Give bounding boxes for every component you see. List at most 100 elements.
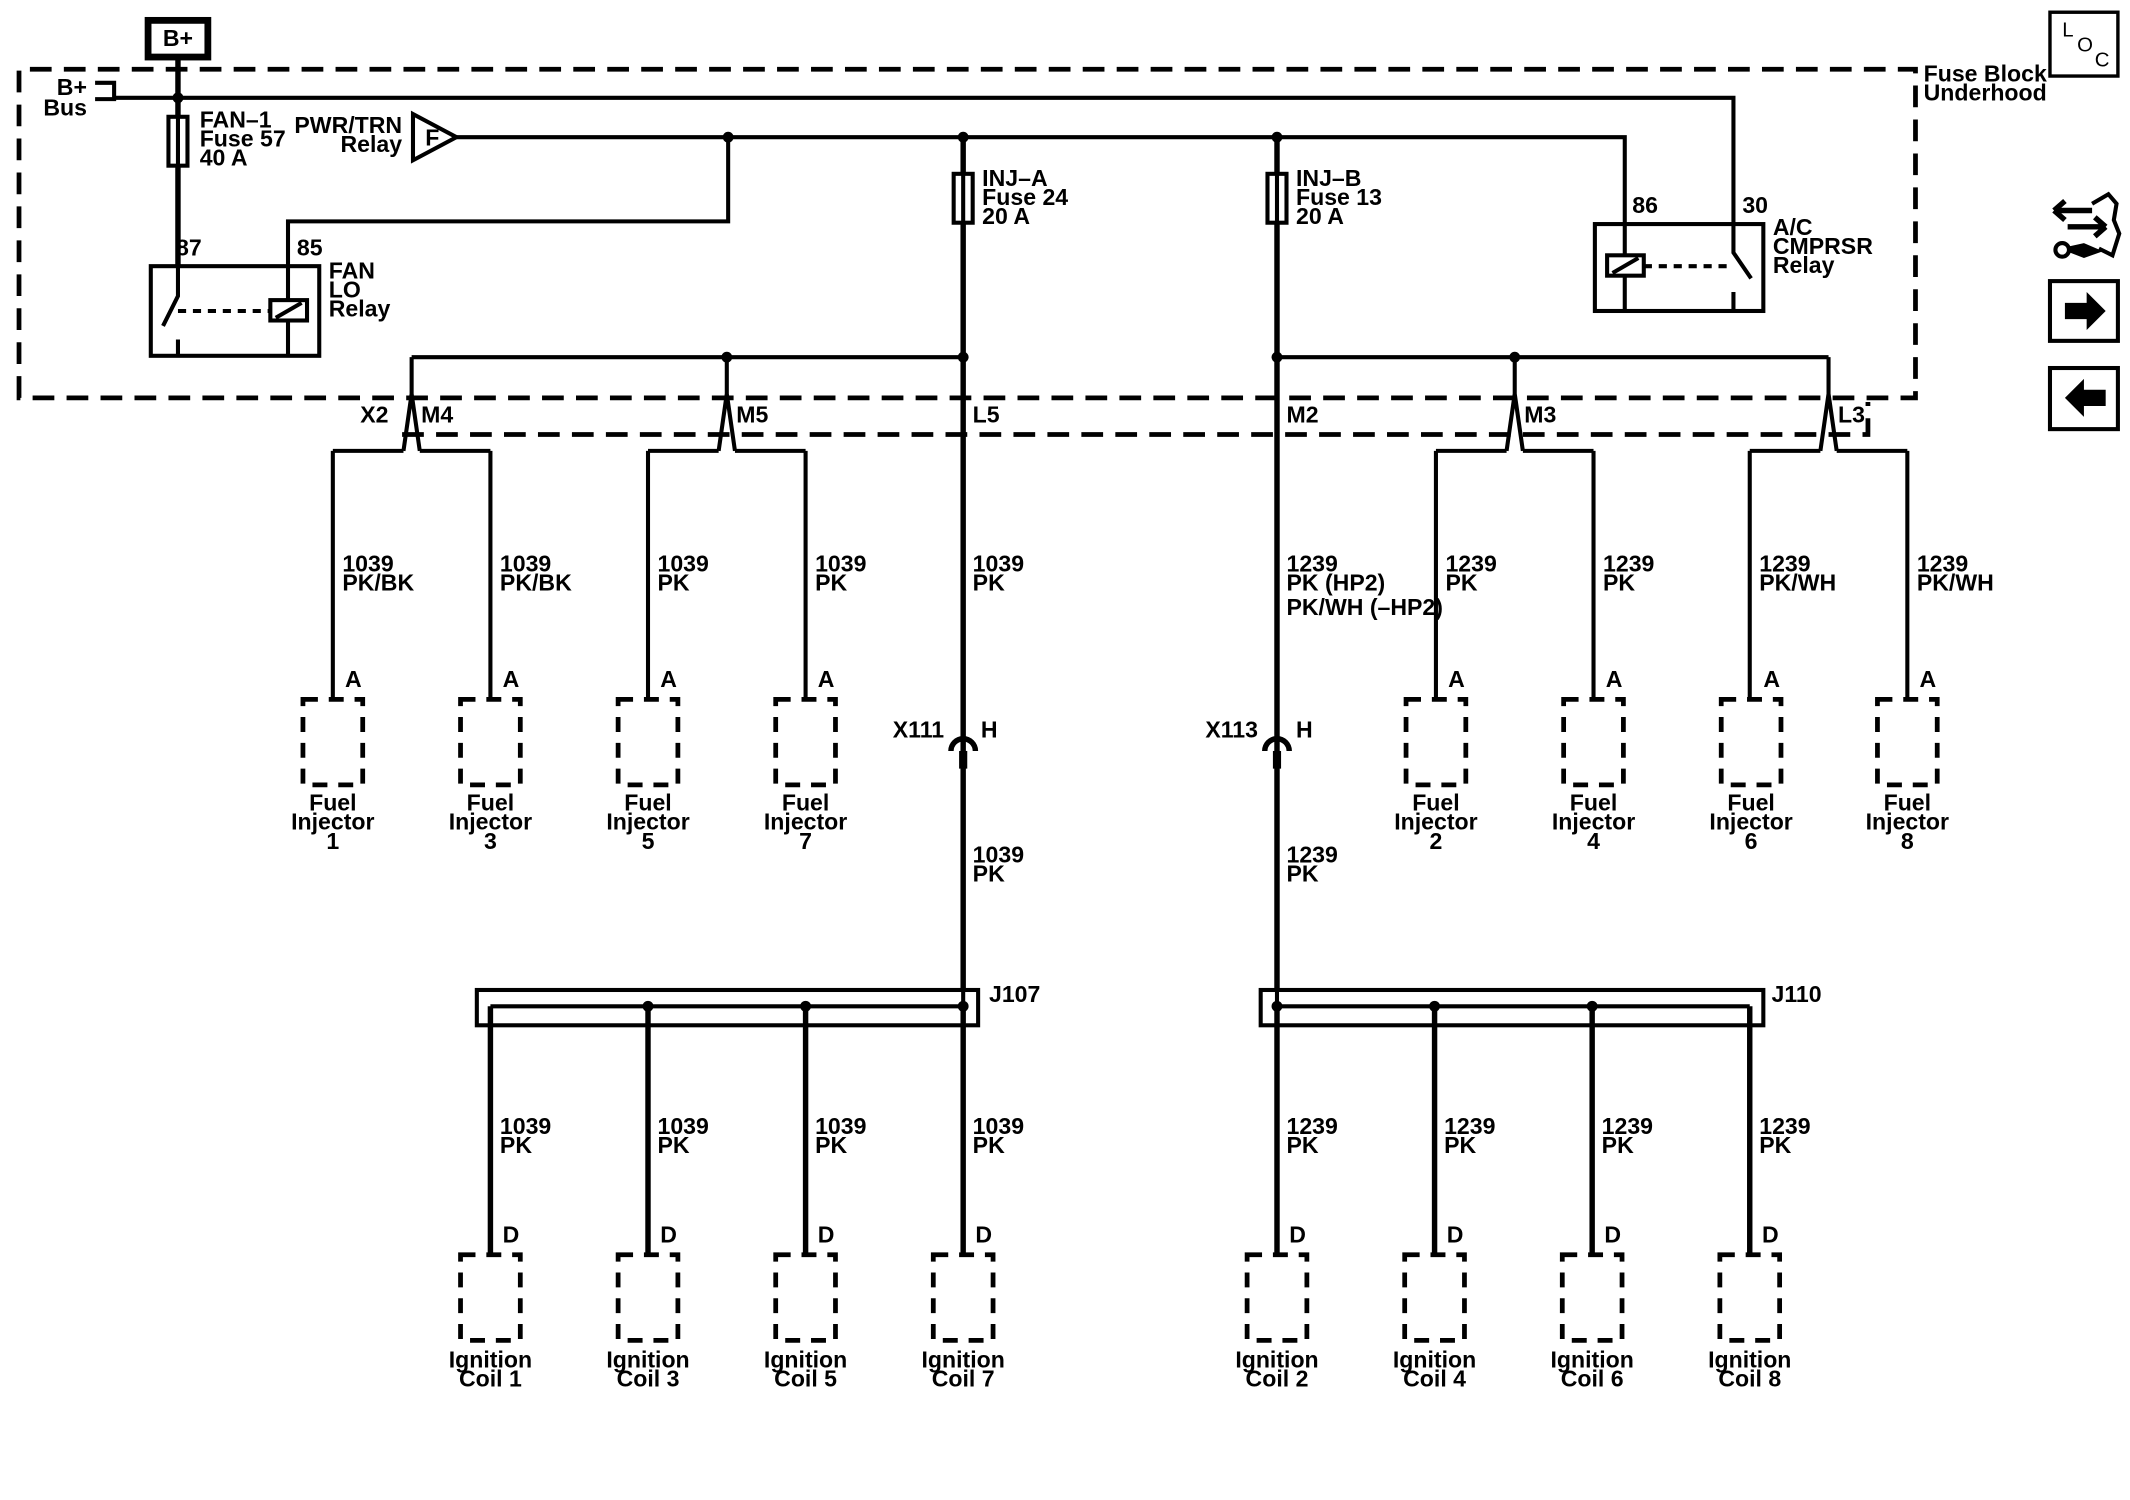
- coil-pin-label: D: [818, 1222, 835, 1248]
- svg-text:PK (HP2): PK (HP2): [1286, 570, 1385, 596]
- injector-wire-label: 1039 PK: [973, 551, 1024, 596]
- injector-pin-label: A: [345, 666, 362, 692]
- connector-tools-icon[interactable]: [2052, 191, 2122, 259]
- svg-text:1239: 1239: [1759, 1113, 1810, 1139]
- loc-button[interactable]: L O C: [2048, 10, 2120, 78]
- ac-relay-label-2: CMPRSR: [1773, 233, 1873, 259]
- injector-number: 6: [1745, 828, 1758, 854]
- loc-letter-l: L: [2062, 20, 2073, 42]
- coil-label: Ignition: [606, 1347, 689, 1373]
- splice-j110-label: J110: [1771, 981, 1821, 1007]
- connector-l3: [1747, 357, 1910, 700]
- injector-label-2: Injector: [449, 809, 532, 835]
- coil-label: Ignition: [764, 1347, 847, 1373]
- pwr-trn-relay-symbol-letter: F: [425, 124, 439, 150]
- connector-x2-label: X2: [360, 401, 388, 427]
- svg-text:1039: 1039: [815, 1113, 866, 1139]
- connector-x111-pin: H: [981, 716, 998, 742]
- coil-number: Coil 3: [617, 1366, 680, 1392]
- injector-label-2: Injector: [606, 809, 689, 835]
- fan-relay-label: FAN: [329, 257, 375, 283]
- coil-pin-label: D: [503, 1222, 520, 1248]
- injector-label-2: Injector: [1394, 809, 1477, 835]
- injector-number: 8: [1901, 828, 1914, 854]
- injector-pin-label: A: [503, 666, 520, 692]
- prev-page-button[interactable]: [2047, 365, 2120, 432]
- loc-letter-o: O: [2077, 35, 2093, 57]
- injector-label-2: Injector: [1552, 809, 1635, 835]
- splice-wire-circuit: 1039: [973, 841, 1024, 867]
- injector-label: Fuel: [1412, 790, 1459, 816]
- svg-text:PK: PK: [500, 1132, 532, 1158]
- coil-label: Ignition: [1235, 1347, 1318, 1373]
- connector-x111: X111 H: [893, 716, 998, 769]
- svg-text:1239: 1239: [1286, 551, 1337, 577]
- injector-number: 2: [1430, 828, 1443, 854]
- fan-relay-label-3: Relay: [329, 295, 391, 321]
- coil-label: Ignition: [449, 1347, 532, 1373]
- coil-pin-label: D: [1762, 1222, 1779, 1248]
- svg-text:PK: PK: [973, 570, 1005, 596]
- svg-text:1039: 1039: [342, 551, 393, 577]
- connector-x113: X113 H: [1205, 716, 1313, 769]
- injector-wire-label: 1239 PK (HP2) PK/WH (–HP2): [1286, 551, 1442, 620]
- bplus-label: B+: [163, 25, 193, 51]
- injector-wire-label: 1239 PK: [1445, 551, 1496, 596]
- arrow-right-icon: [2064, 291, 2106, 330]
- svg-text:PK/WH: PK/WH: [1759, 570, 1836, 596]
- injector-number: 1: [326, 828, 339, 854]
- injector-number: 7: [799, 828, 812, 854]
- coil-number: Coil 8: [1718, 1366, 1781, 1392]
- svg-text:PK: PK: [658, 1132, 690, 1158]
- connector-m5-label: M5: [736, 401, 768, 427]
- injector-wire-label: 1239 PK: [1603, 551, 1654, 596]
- svg-text:1039: 1039: [658, 551, 709, 577]
- next-page-button[interactable]: [2047, 279, 2120, 343]
- connector-x113-label: X113: [1205, 716, 1258, 742]
- fan-relay-pin-85: 85: [297, 234, 323, 260]
- svg-text:PK: PK: [658, 570, 690, 596]
- coil-pin-label: D: [660, 1222, 677, 1248]
- coil-pin-label: D: [1447, 1222, 1464, 1248]
- splice-wire-color: PK: [1286, 860, 1318, 886]
- svg-text:1039: 1039: [658, 1113, 709, 1139]
- inj-b-fuse-rating: 20 A: [1296, 203, 1344, 229]
- svg-text:PK: PK: [1444, 1132, 1476, 1158]
- coil-label: Ignition: [1708, 1347, 1791, 1373]
- bplus-bus-label-2: Bus: [43, 94, 87, 120]
- pwr-trn-relay-symbol: [410, 110, 461, 164]
- bplus-bus: [95, 80, 1736, 276]
- svg-text:PK: PK: [1445, 570, 1477, 596]
- fan1-fuse-number: Fuse 57: [200, 126, 286, 152]
- svg-text:PK: PK: [1759, 1132, 1791, 1158]
- injector-wire-label: 1039 PK/BK: [342, 551, 414, 596]
- injector-label: Fuel: [309, 790, 356, 816]
- svg-text:1039: 1039: [500, 1113, 551, 1139]
- coil-number: Coil 7: [932, 1366, 995, 1392]
- coil-number: Coil 5: [774, 1366, 837, 1392]
- svg-text:PK: PK: [1603, 570, 1635, 596]
- inj-b-fuse-label: INJ–B: [1296, 165, 1361, 191]
- coil-pin-label: D: [975, 1222, 992, 1248]
- connector-x113-pin: H: [1296, 716, 1313, 742]
- connector-x111-label: X111: [893, 716, 945, 742]
- injector-label-2: Injector: [1709, 809, 1792, 835]
- svg-text:1039: 1039: [973, 551, 1024, 577]
